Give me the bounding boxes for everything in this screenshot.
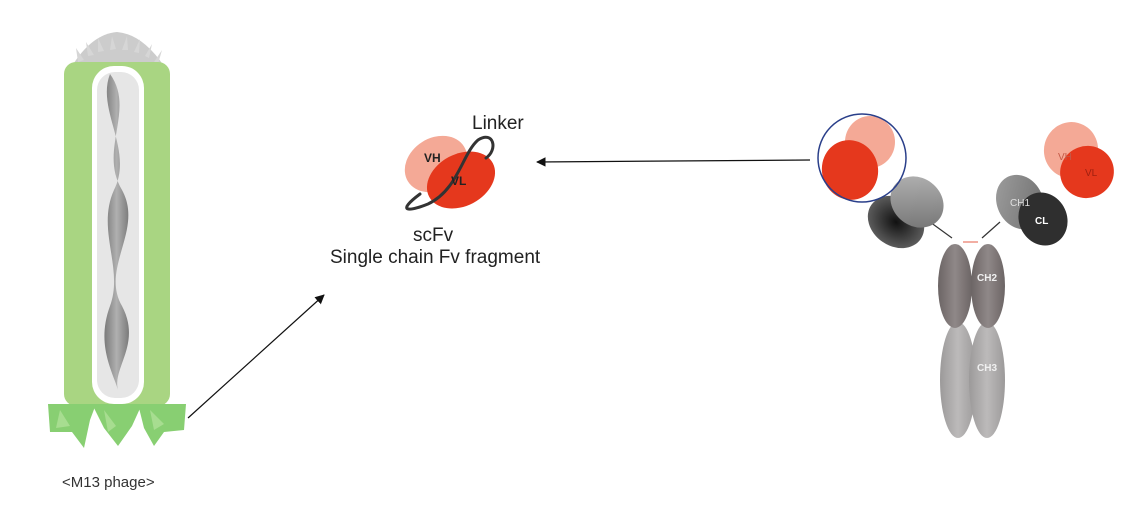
antibody-vl-label: VL bbox=[1085, 168, 1098, 179]
scfv-vl-text: VL bbox=[451, 174, 466, 188]
scfv-illustration: VH VL bbox=[404, 135, 496, 211]
linker-label: Linker bbox=[472, 113, 524, 134]
phage-dna-helix bbox=[104, 74, 129, 390]
arrow-phage-to-scfv bbox=[187, 294, 325, 419]
antibody-cl-label: CL bbox=[1035, 216, 1048, 227]
antibody-right-cl bbox=[1018, 192, 1068, 246]
antibody-ch2-right bbox=[971, 244, 1005, 328]
antibody-left-ch1 bbox=[890, 176, 944, 228]
phage-cap bbox=[72, 32, 164, 66]
antibody-ch2-label: CH2 bbox=[977, 273, 997, 284]
arrow-antibody-to-scfv bbox=[536, 157, 811, 167]
antibody-illustration: VH VL CH1 CL CH2 CH3 bbox=[817, 113, 1114, 438]
scfv-name-label: scFv bbox=[413, 225, 454, 246]
antibody-ch3-left bbox=[940, 322, 976, 438]
scfv-linker-peptide bbox=[405, 135, 495, 211]
antibody-vh-label: VH bbox=[1058, 152, 1072, 163]
phage-caption: <M13 phage> bbox=[62, 474, 155, 491]
phage-tail-proteins bbox=[48, 404, 186, 448]
antibody-ch1-label: CH1 bbox=[1010, 198, 1030, 209]
scfv-vh-text: VH bbox=[424, 151, 441, 165]
antibody-ch3-right bbox=[969, 322, 1005, 438]
antibody-left-vl bbox=[821, 140, 879, 200]
antibody-right-vl bbox=[1060, 145, 1114, 199]
antibody-fv-highlight-circle bbox=[817, 113, 907, 203]
scfv-subtitle-label: Single chain Fv fragment bbox=[330, 247, 541, 268]
m13-phage-illustration bbox=[48, 32, 186, 448]
antibody-ch3-label: CH3 bbox=[977, 363, 997, 374]
antibody-ch2-left bbox=[938, 244, 972, 328]
